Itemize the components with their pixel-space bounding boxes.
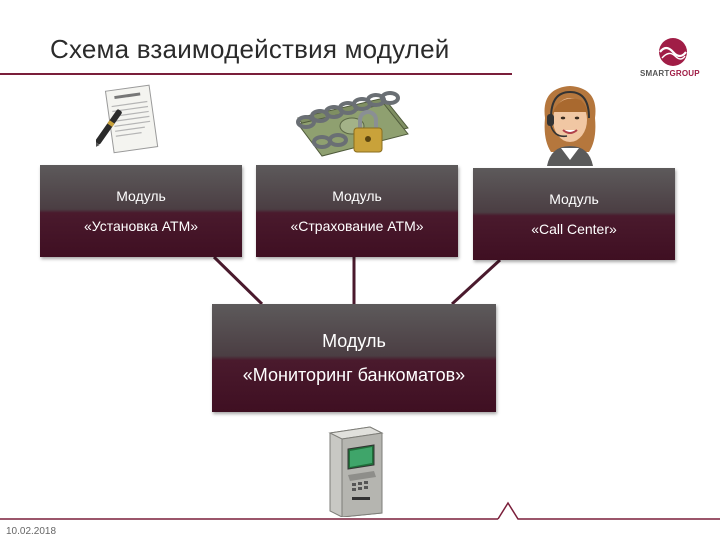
module-name: «Call Center» bbox=[531, 221, 617, 237]
module-name: «Мониторинг банкоматов» bbox=[242, 365, 466, 385]
slide-title: Схема взаимодействия модулей bbox=[50, 34, 450, 64]
logo-word-main: SMART bbox=[640, 69, 670, 78]
title-underline bbox=[0, 73, 512, 75]
module-call-center: Модуль «Call Center» bbox=[473, 168, 675, 260]
operator-headset-icon bbox=[544, 86, 596, 166]
module-atm-installation: Модуль «Установка АТМ» bbox=[40, 165, 242, 257]
atm-machine-icon bbox=[328, 426, 384, 517]
module-name: «Установка АТМ» bbox=[83, 218, 199, 234]
connector-module-3 bbox=[450, 258, 502, 306]
footer-decorative-line bbox=[0, 501, 720, 520]
module-name: «Страхование АТМ» bbox=[290, 218, 424, 234]
connector-module-1 bbox=[212, 255, 264, 306]
money-chain-lock-icon bbox=[296, 91, 409, 157]
module-label: Модуль bbox=[116, 188, 166, 204]
module-label: Модуль bbox=[332, 188, 382, 204]
document-pen-icon bbox=[96, 84, 159, 154]
module-atm-insurance: Модуль «Страхование АТМ» bbox=[256, 165, 458, 257]
logo-word-accent: GROUP bbox=[669, 69, 700, 78]
module-label: Модуль bbox=[322, 331, 386, 351]
logo-wordmark: SMARTGROUP bbox=[640, 69, 700, 78]
slide-date: 10.02.2018 bbox=[6, 526, 57, 537]
module-atm-monitoring: Модуль «Мониторинг банкоматов» bbox=[212, 304, 496, 412]
smartgroup-logo-icon bbox=[659, 38, 687, 66]
module-label: Модуль bbox=[549, 191, 599, 207]
